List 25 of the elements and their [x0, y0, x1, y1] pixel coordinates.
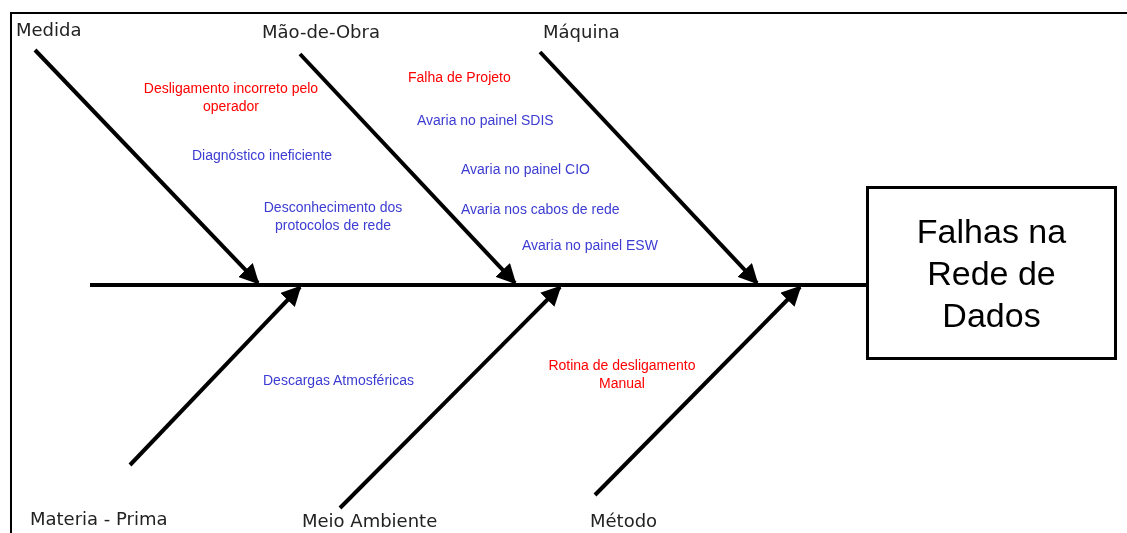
effect-text: Falhas na Rede de Dados	[915, 211, 1068, 336]
cause-text: Avaria nos cabos de rede	[461, 200, 621, 218]
arrow	[538, 50, 759, 285]
cause-text: Diagnóstico ineficiente	[192, 146, 334, 164]
arrow	[33, 48, 260, 285]
cause-text: Avaria no painel CIO	[461, 160, 591, 178]
connector-line	[848, 283, 866, 287]
category-label: Mão-de-Obra	[262, 21, 380, 43]
category-label: Máquina	[543, 21, 620, 43]
cause-text: Desligamento incorreto pelo operador	[142, 79, 320, 115]
cause-text: Rotina de desligamento Manual	[547, 356, 697, 392]
arrow	[298, 52, 517, 285]
cause-text: Falha de Projeto	[408, 68, 512, 86]
cause-text: Desconhecimento dos protocolos de rede	[262, 198, 404, 234]
category-label: Medida	[16, 19, 82, 41]
arrow	[338, 285, 562, 510]
arrow	[593, 285, 802, 497]
category-label: Meio Ambiente	[302, 510, 438, 532]
cause-text: Avaria no painel ESW	[522, 236, 659, 254]
effect-box	[866, 186, 1117, 360]
category-label: Método	[590, 510, 658, 532]
cause-text: Descargas Atmosféricas	[263, 371, 415, 389]
category-label: Materia - Prima	[30, 508, 168, 530]
arrow	[128, 285, 302, 467]
cause-text: Avaria no painel SDIS	[417, 111, 555, 129]
